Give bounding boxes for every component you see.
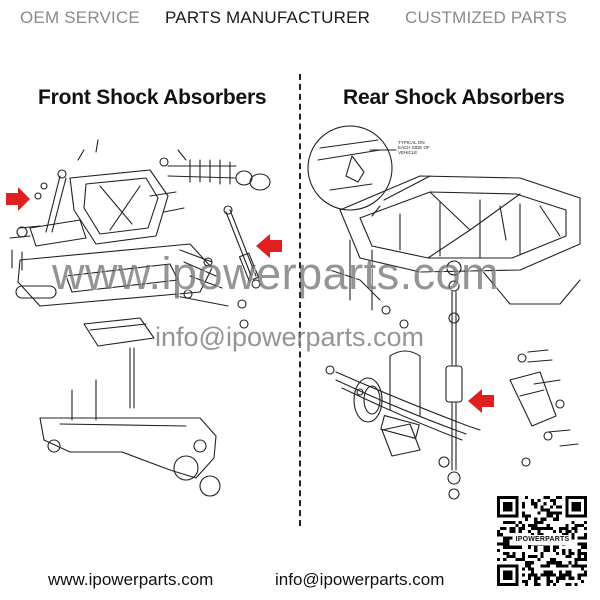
red-arrow-icon — [6, 187, 30, 211]
front-upper-frame — [9, 139, 169, 247]
rear-callout-text: TYPICAL ON EACH SIDE OF VEHICLE — [398, 140, 430, 155]
qr-label: IPOWERPARTS — [515, 535, 570, 545]
footer-website[interactable]: www.ipowerparts.com — [48, 570, 214, 589]
red-arrow-icons — [6, 187, 494, 413]
footer-email[interactable]: info@ipowerparts.com — [275, 570, 445, 589]
rear-leaf-spring — [335, 350, 481, 441]
panel-divider — [299, 74, 301, 526]
rear-brackets — [325, 305, 579, 468]
front-steering-rack — [159, 149, 271, 191]
header-oem-service: OEM SERVICE — [20, 8, 140, 27]
front-arm-bolts — [149, 191, 249, 329]
front-panel-title: Front Shock Absorbers — [38, 86, 267, 109]
rear-callout-detail — [307, 125, 431, 217]
watermark-email: info@ipowerparts.com — [155, 322, 425, 352]
front-shock-absorber — [223, 205, 261, 289]
watermark-website: www.ipowerparts.com — [52, 248, 500, 299]
rear-chassis-frame — [329, 175, 581, 311]
rear-panel-title: Rear Shock Absorbers — [343, 86, 565, 109]
red-arrow-icon — [256, 234, 282, 258]
header-bar: OEM SERVICE PARTS MANUFACTURER CUSTMIZED… — [0, 8, 600, 34]
rear-shock-absorber — [445, 260, 463, 500]
front-lower-assembly — [11, 243, 221, 497]
header-customized-parts: CUSTMIZED PARTS — [405, 8, 567, 27]
header-parts-manufacturer: PARTS MANUFACTURER — [165, 8, 371, 27]
red-arrow-icon — [468, 389, 494, 413]
